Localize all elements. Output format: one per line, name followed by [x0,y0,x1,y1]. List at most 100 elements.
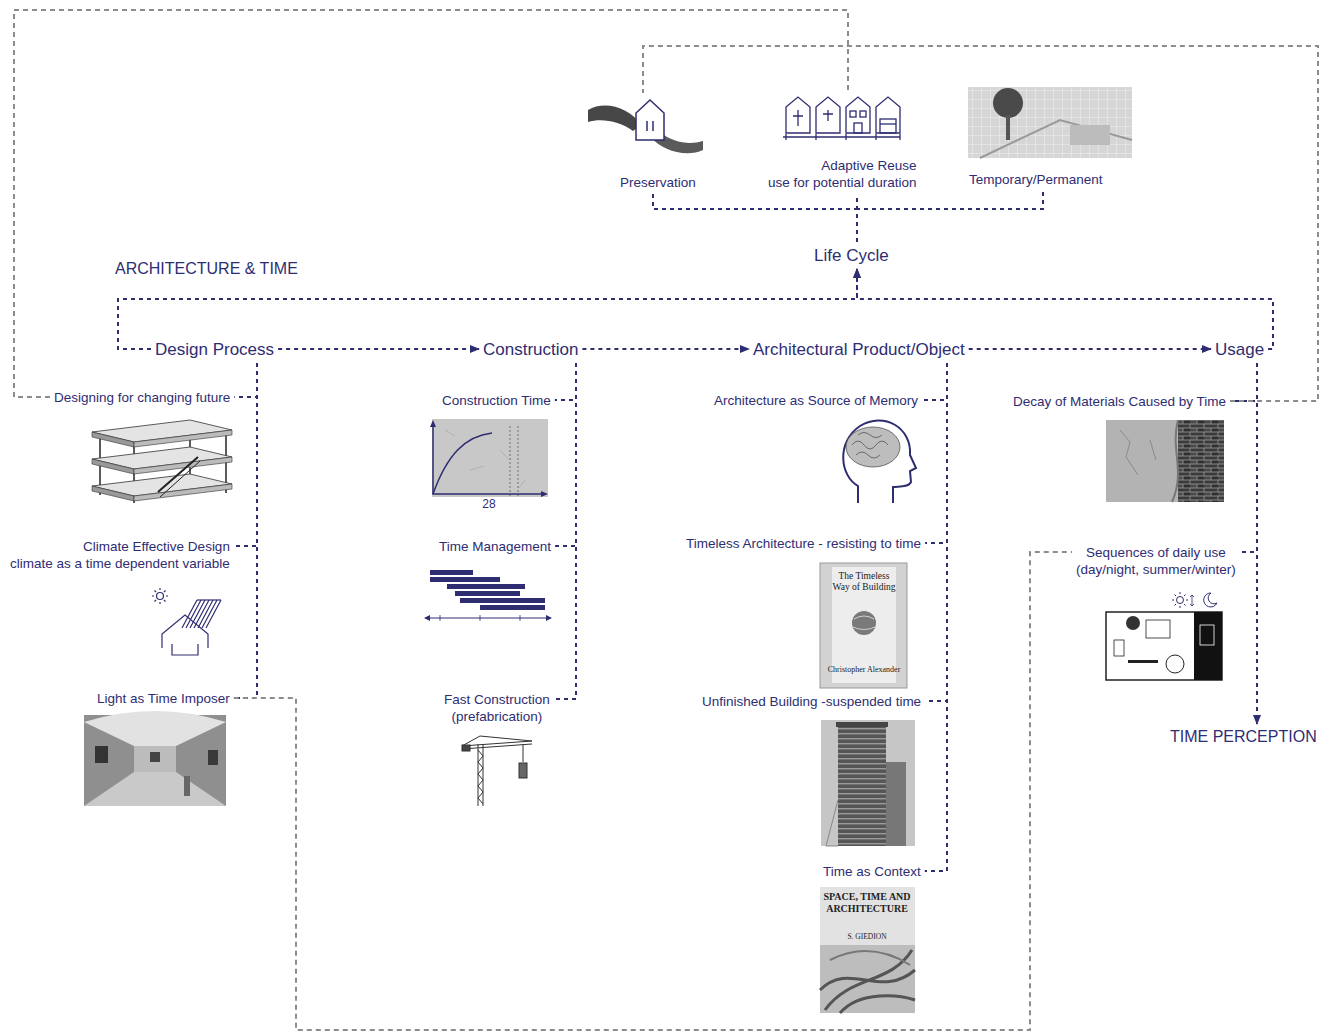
climate-icon-part [182,600,221,628]
concept-node: Construction [479,336,582,363]
concept-node: Light as Time Imposer [93,687,234,710]
flow-connector [555,363,576,546]
gantt-chart-part [447,584,525,589]
flow-connector [857,191,1043,242]
node-text: Climate Effective Design [10,538,230,555]
decay-texture-photo-part [1172,420,1178,502]
day-night-plan-part [1177,597,1184,604]
flow-connector [582,348,749,350]
adaptive-reuse-icon-part [786,97,810,133]
flow-connector [278,348,479,350]
timeless-book-cover [820,563,907,688]
image-text: SPACE, TIME AND ARCHITECTURE [821,891,913,915]
preservation-icon-part [636,100,664,140]
image-text: S. GIEDION [821,932,913,941]
timeless-book-cover-part [852,611,876,635]
concept-node: Climate Effective Designclimate as a tim… [6,535,234,575]
adaptive-reuse-icon-part [854,123,862,133]
memory-head-icon-part [843,420,916,503]
gallery-photo [84,711,226,806]
flow-connector [925,363,947,701]
image-text: Christopher Alexander [824,665,904,675]
adaptive-reuse-icon-part [793,110,803,126]
strength-curve-chart-part [445,430,525,488]
temporary-structure-photo-part [993,88,1023,118]
node-text: Usage [1215,339,1264,360]
flow-connector [925,363,947,871]
node-text: Designing for changing future [54,389,230,406]
relation-line [643,46,1318,401]
flow-connector [234,363,257,397]
climate-icon [152,588,221,655]
memory-head-icon-part [852,433,888,459]
day-night-plan-part [1194,612,1222,680]
node-text: Time Management [439,538,551,555]
decay-texture-photo-part [1106,420,1224,502]
adaptive-reuse-icon [783,97,900,140]
gantt-chart-part [480,605,545,610]
space-time-book-cover-part [820,887,915,945]
node-text: Time as Context [823,863,921,880]
decay-texture-photo [1106,420,1224,502]
timeless-book-cover-part [853,616,875,630]
climate-icon-part [162,615,208,648]
node-text: Preservation [620,174,696,191]
gantt-chart [424,570,552,621]
concept-node: Life Cycle [810,242,893,269]
adaptive-reuse-icon-part [846,97,870,133]
gallery-photo-part [134,746,176,772]
unfinished-tower-photo-part [838,726,886,846]
space-time-book-cover-part [830,951,910,965]
climate-icon-part [152,588,168,604]
flow-connector [234,363,257,546]
day-night-plan-part [1166,655,1184,673]
flow-connector [969,348,1211,350]
gantt-chart-part [428,618,548,619]
node-text: Construction [483,339,578,360]
crane-drawing-part [523,744,524,762]
relation-line [234,552,1072,1030]
node-text: (day/night, summer/winter) [1076,561,1236,578]
climate-icon-part [197,599,221,600]
climate-icon-part [172,644,198,655]
gallery-photo-part [150,752,160,762]
concept-node: Time Management [435,535,555,558]
temporary-structure-photo-part [1006,115,1010,140]
flow-connector [555,363,576,400]
decay-texture-photo-part [1120,430,1156,475]
strength-curve-chart-part [433,433,492,494]
concept-node: Usage [1211,336,1268,363]
concept-node: Temporary/Permanent [965,86,1107,191]
node-text: (prefabrication) [444,708,550,725]
adaptive-reuse-icon-part [783,134,900,140]
gantt-chart-part [430,577,500,582]
unfinished-tower-photo-part [821,720,915,846]
timeless-book-cover-part [820,563,907,688]
crane-drawing-part [478,750,483,804]
unfinished-tower-photo-part [886,762,906,846]
crane-drawing-part [519,763,527,778]
node-text: Fast Construction [444,691,550,708]
day-night-plan-part [1128,660,1158,663]
concept-node: Adaptive Reuseuse for potential duration [764,93,921,194]
node-text: Decay of Materials Caused by Time [1013,393,1226,410]
node-text: TIME PERCEPTION [1170,727,1317,747]
adaptive-reuse-icon-part [860,111,866,117]
space-time-book-cover [820,887,915,1013]
adaptive-reuse-icon-part [816,97,840,133]
node-text: Unfinished Building -suspended time [702,693,921,710]
unfinished-tower-photo-part [826,800,838,846]
flow-connector [1256,363,1258,724]
strength-curve-chart-part [510,426,518,497]
domino-frame-part [92,447,232,474]
adaptive-reuse-icon-part [876,97,900,133]
memory-head-icon-part [846,427,900,467]
node-text: Architecture as Source of Memory [714,392,918,409]
concept-node: Construction Time [438,389,555,412]
space-time-book-cover-part [820,887,915,1013]
day-night-plan-part [1190,595,1194,606]
node-text: Design Process [155,339,274,360]
relation-line [14,10,848,397]
space-time-book-cover-part [820,950,915,1013]
